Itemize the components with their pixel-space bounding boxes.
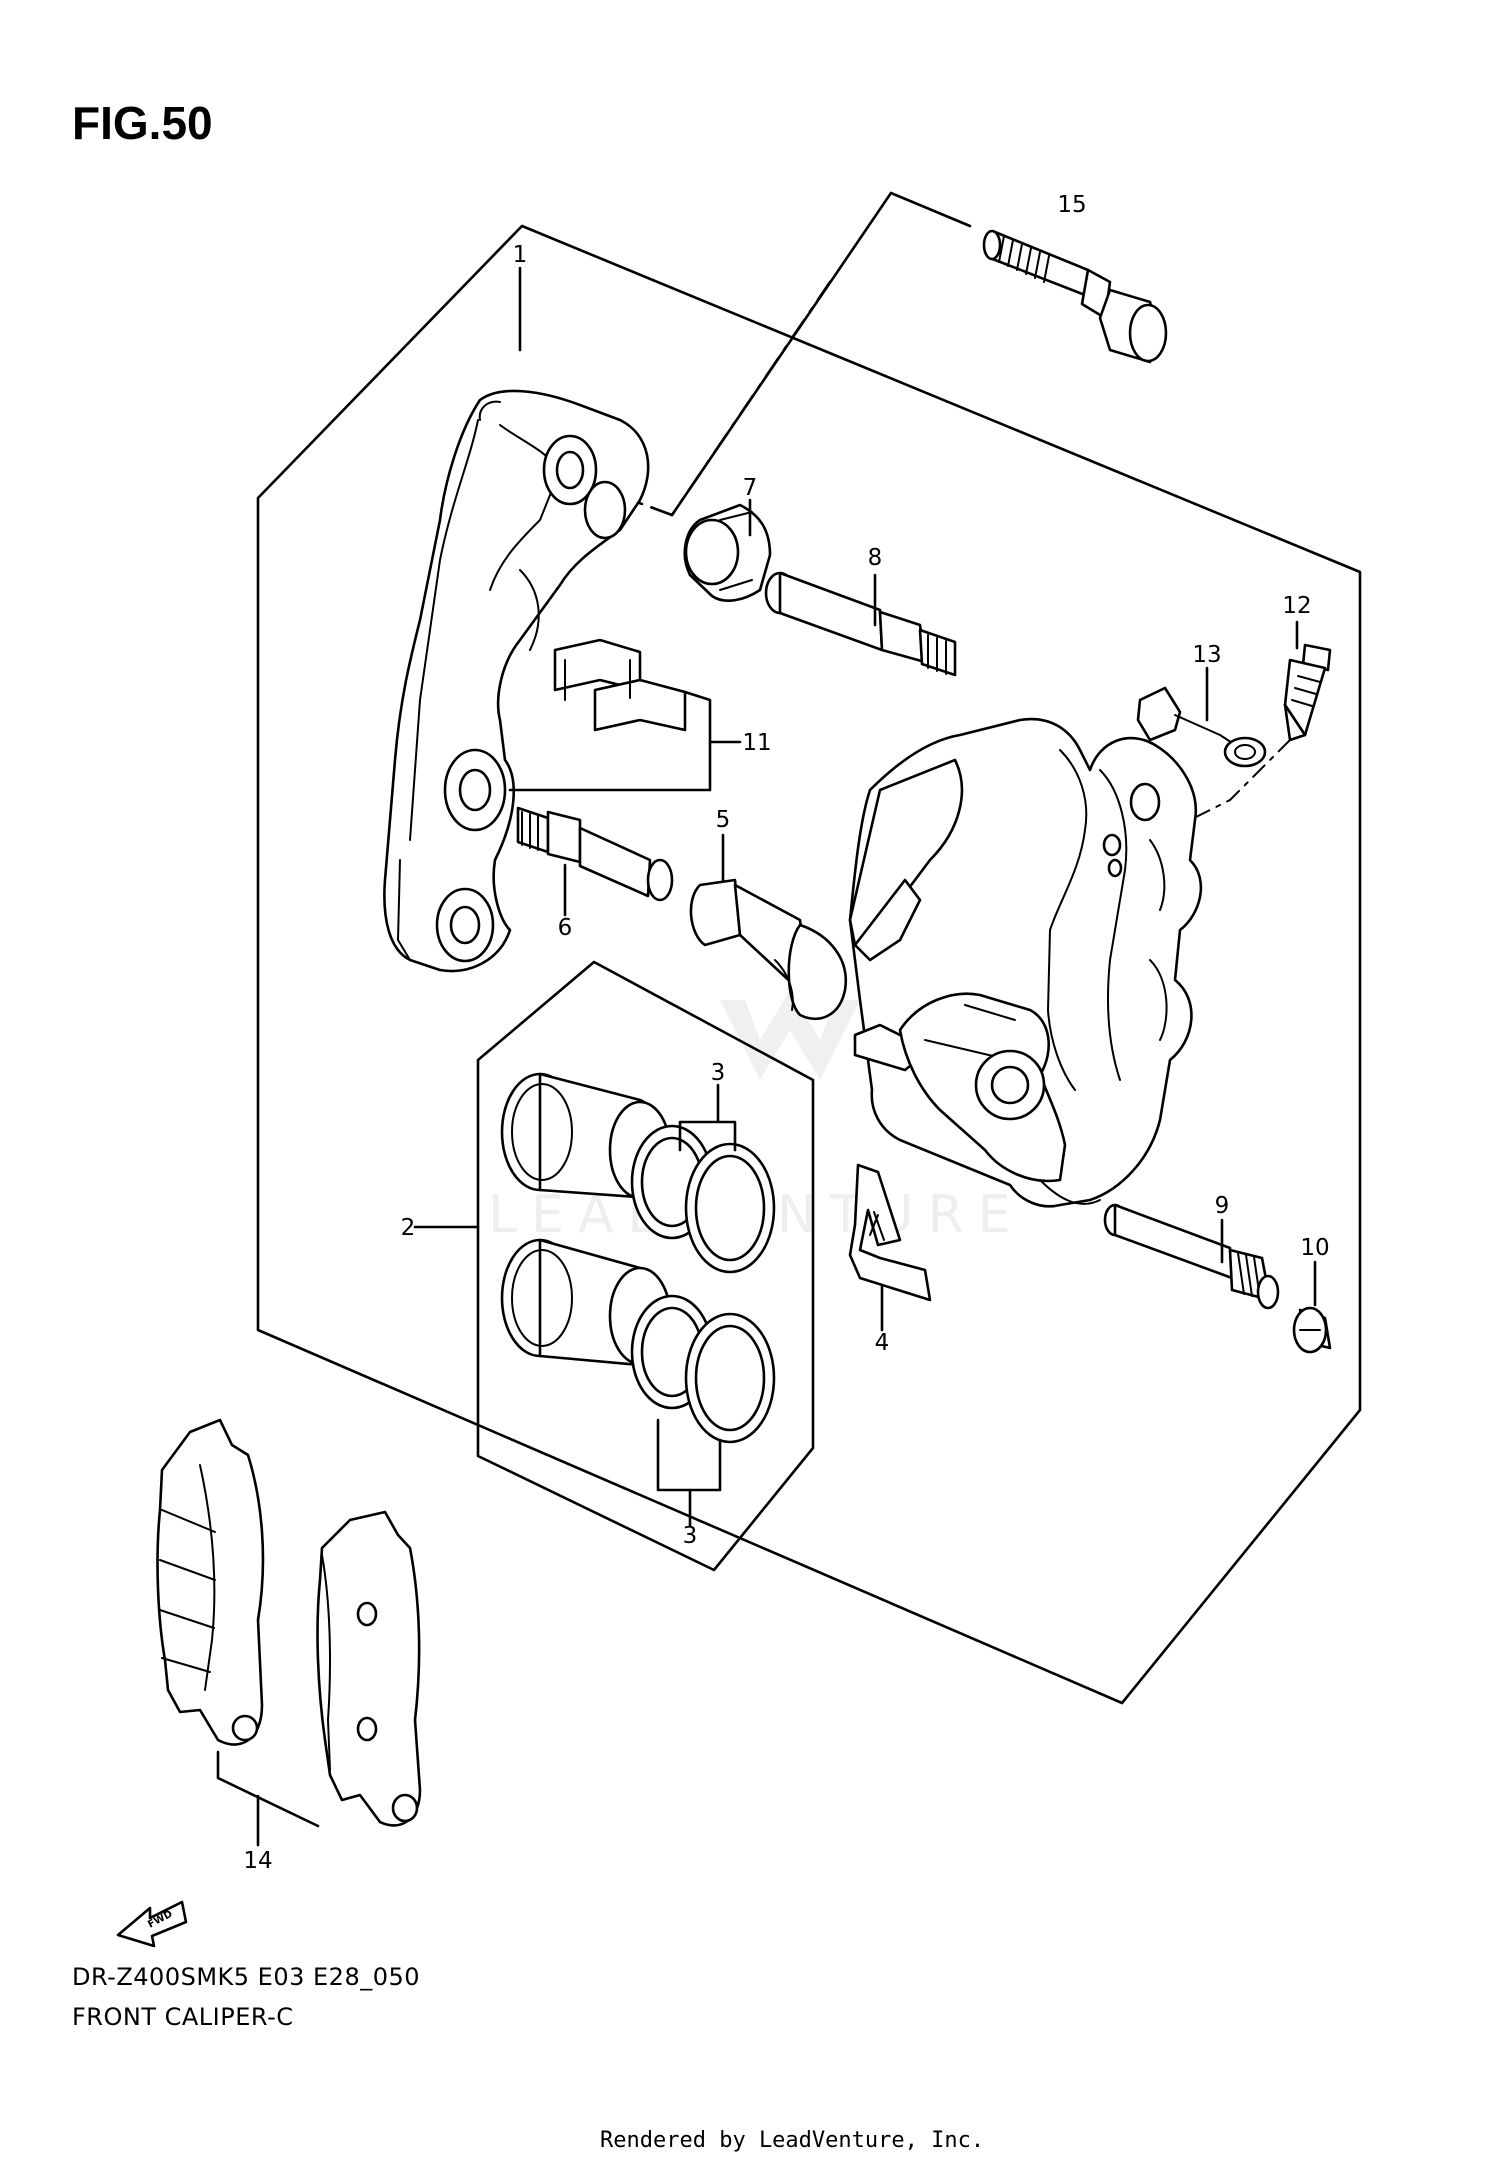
callout-7: 7 [743,475,758,501]
pin-9 [1103,1203,1280,1310]
callout-3b: 3 [683,1523,698,1549]
pad-spring-11 [553,638,687,732]
brake-pad-14-leader [216,1750,320,1847]
callout-4: 4 [875,1330,890,1356]
seal-3a-leader [678,1083,737,1152]
caliper-body [848,717,1203,1208]
callout-11: 11 [742,730,771,756]
callout-14: 14 [243,1848,272,1874]
seal-3b-leader [656,1418,722,1527]
diagram-name: FRONT CALIPER-C [72,2003,294,2031]
callout-6: 6 [558,915,573,941]
caliper-assembly-outline [256,224,1362,1705]
bolt-15 [982,229,1168,364]
seal-3-lower [630,1294,776,1444]
plug-10 [1292,1306,1332,1354]
brake-pad-14-right [316,1510,422,1827]
callout-12: 12 [1282,593,1311,619]
piston-kit-outline [476,960,815,1572]
callout-13: 13 [1192,642,1221,668]
slide-pin-8 [764,571,957,677]
bleeder-screw-12 [1283,643,1332,742]
render-credit: Rendered by LeadVenture, Inc. [600,2128,985,2153]
callout-9: 9 [1215,1193,1230,1219]
pad-spring-11-leader [508,690,742,792]
bolt-15-leader [670,191,972,517]
callout-5: 5 [716,807,731,833]
boot-5 [689,878,848,1021]
diagram-code: DR-Z400SMK5 E03 E28_050 [72,1963,421,1991]
fwd-arrow-icon: FWD [116,1900,188,1948]
caliper-bracket-1 [383,389,650,973]
callout-15: 15 [1057,192,1086,218]
seal-3-upper [630,1124,776,1274]
callout-2: 2 [401,1215,416,1241]
pad-retainer-4 [848,1163,932,1302]
brake-pad-14-left [156,1418,265,1746]
callout-3a: 3 [711,1060,726,1086]
callout-10: 10 [1300,1235,1329,1261]
callout-labels: 1 2 3 3 4 5 6 7 8 9 10 11 12 13 14 15 [243,192,1329,1874]
slide-pin-6 [516,806,674,902]
figure-title: FIG.50 [72,97,213,149]
callout-8: 8 [868,545,883,571]
callout-1: 1 [513,242,528,268]
boot-7 [683,503,772,602]
bleeder-cap-13 [1136,686,1267,768]
